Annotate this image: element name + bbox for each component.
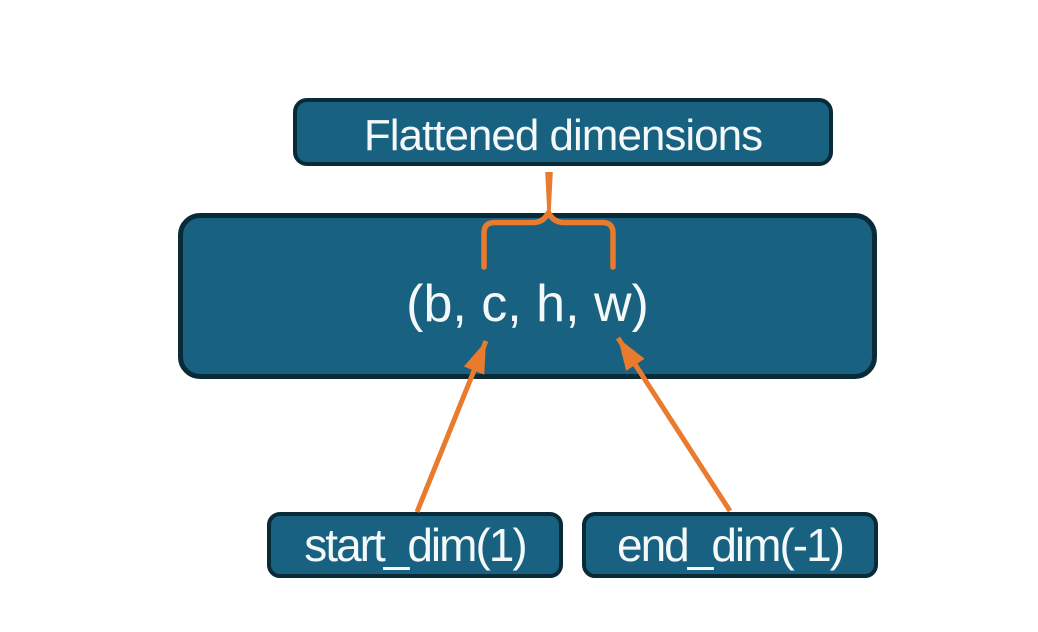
node-flattened-dimensions: Flattened dimensions — [293, 98, 833, 166]
node-tensor-shape: (b, c, h, w) — [178, 213, 877, 379]
node-end-dim-label: end_dim(-1) — [617, 519, 845, 571]
node-start-dim: start_dim(1) — [267, 512, 563, 578]
brace-stem-connector — [545, 172, 553, 215]
node-start-dim-label: start_dim(1) — [304, 519, 527, 571]
node-flattened-dimensions-label: Flattened dimensions — [363, 111, 763, 160]
node-end-dim: end_dim(-1) — [582, 512, 878, 578]
node-tensor-shape-label: (b, c, h, w) — [406, 275, 649, 333]
